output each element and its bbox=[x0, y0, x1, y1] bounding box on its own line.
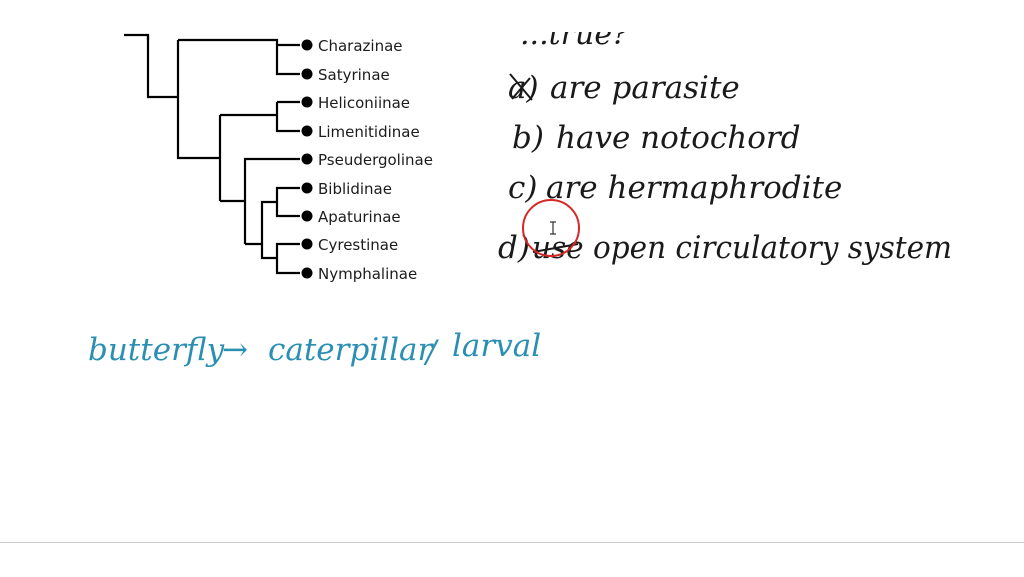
leaf-label-pseudergolinae: Pseudergolinae bbox=[318, 151, 433, 169]
option-a-letter: a) bbox=[508, 70, 539, 106]
leaf-label-charazinae: Charazinae bbox=[318, 37, 403, 55]
text-cursor-icon bbox=[550, 221, 556, 235]
leaf-label-apaturinae: Apaturinae bbox=[318, 208, 401, 226]
leaf-dot bbox=[301, 39, 313, 51]
option-c-text: are hermaphrodite bbox=[546, 170, 842, 206]
tree-branch-lower-clade bbox=[245, 186, 300, 275]
leaf-dot bbox=[301, 182, 313, 194]
leaf-dot bbox=[301, 267, 313, 279]
leaf-dot bbox=[301, 125, 313, 137]
option-c-letter: c) bbox=[508, 170, 537, 206]
leaf-dot bbox=[301, 238, 313, 250]
leaf-label-nymphalinae: Nymphalinae bbox=[318, 265, 417, 283]
leaf-dot bbox=[301, 96, 313, 108]
handwritten-question: ...true? a) are parasite b) have notocho… bbox=[498, 32, 952, 266]
leaf-label-limenitidinae: Limenitidinae bbox=[318, 123, 420, 141]
option-a-text: are parasite bbox=[550, 70, 740, 106]
note-stage: larval bbox=[452, 328, 541, 364]
bottom-bar bbox=[0, 542, 1024, 577]
leaf-label-satyrinae: Satyrinae bbox=[318, 66, 390, 84]
tree-leaf-labels: Charazinae Satyrinae Heliconiinae Limeni… bbox=[318, 37, 433, 283]
cursor-ring bbox=[522, 199, 580, 257]
cursor-highlight bbox=[522, 199, 580, 257]
tree-branch-main bbox=[176, 40, 220, 160]
option-b-letter: b) bbox=[512, 120, 544, 156]
note-arrow: → bbox=[222, 332, 248, 368]
option-d-strike-mark bbox=[532, 243, 579, 253]
option-a-strike-mark bbox=[509, 73, 533, 101]
option-d-letter: d) bbox=[498, 230, 530, 266]
option-b-text: have notochord bbox=[556, 120, 801, 156]
question-stem-fragment: ...true? bbox=[520, 32, 629, 52]
tree-branch-charazinae-satyrinae bbox=[146, 35, 300, 76]
leaf-label-cyrestinae: Cyrestinae bbox=[318, 236, 398, 254]
tree-leaf-dots bbox=[301, 39, 313, 279]
top-toolbar bbox=[0, 0, 1024, 33]
note-to: caterpillar bbox=[268, 332, 435, 368]
tree-branch-heliconiinae-limenitidinae bbox=[218, 100, 300, 201]
leaf-dot bbox=[301, 210, 313, 222]
note-from: butterfly bbox=[88, 332, 225, 368]
option-d-text: use open circulatory system bbox=[532, 230, 952, 266]
whiteboard-canvas[interactable]: Charazinae Satyrinae Heliconiinae Limeni… bbox=[0, 32, 1024, 542]
board-drawing: Charazinae Satyrinae Heliconiinae Limeni… bbox=[88, 32, 952, 370]
tree-branch-pseudergolinae bbox=[220, 157, 300, 244]
leaf-dot bbox=[301, 68, 313, 80]
phylogenetic-tree bbox=[124, 33, 300, 275]
handwritten-note: butterfly → caterpillar / larval bbox=[88, 328, 541, 370]
leaf-dot bbox=[301, 153, 313, 165]
leaf-label-heliconiinae: Heliconiinae bbox=[318, 94, 410, 112]
tree-root-branch bbox=[124, 33, 178, 99]
leaf-label-biblidinae: Biblidinae bbox=[318, 180, 392, 198]
note-separator: / bbox=[423, 334, 439, 370]
